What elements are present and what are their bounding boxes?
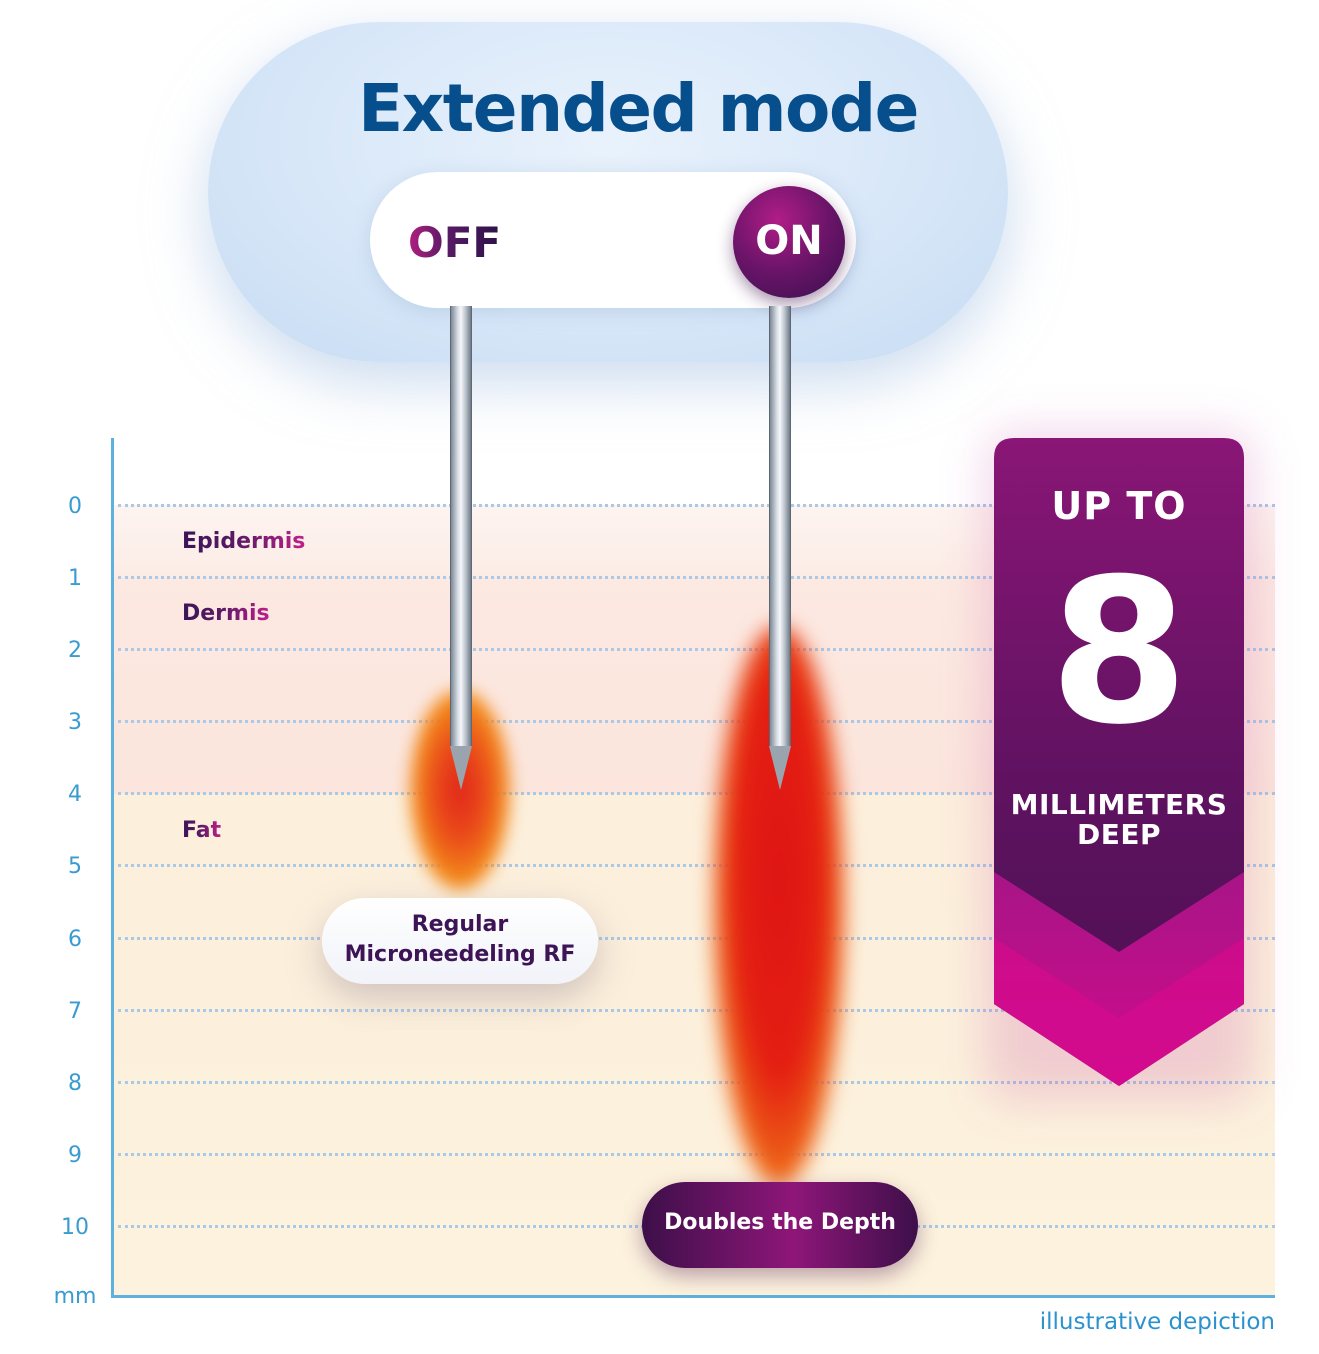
depth-tick-label: 2 <box>68 638 82 663</box>
gridline <box>118 648 1275 651</box>
regular-label-line2: Microneedeling RF <box>344 942 576 967</box>
depth-banner <box>994 438 1244 1086</box>
depth-tick-label: 6 <box>68 927 82 952</box>
page-title: Extended mode <box>358 70 919 147</box>
baseline-axis-line <box>111 1295 1275 1298</box>
gridline <box>118 1153 1275 1156</box>
gridline <box>118 504 1275 507</box>
gridline <box>118 864 1275 867</box>
toggle-off-label[interactable]: OFF <box>408 218 502 267</box>
depth-tick-label: 8 <box>68 1071 82 1096</box>
banner-line-millimeters: MILLIMETERS <box>1010 788 1228 821</box>
gridline <box>118 792 1275 795</box>
depth-tick-label: 0 <box>68 494 82 519</box>
depth-tick-label: 10 <box>61 1215 89 1240</box>
banner-unit-text: MILLIMETERS DEEP <box>994 790 1244 850</box>
depth-tick-label: 5 <box>68 854 82 879</box>
regular-needle-label: Regular Microneedeling RF <box>322 910 598 970</box>
depth-tick-label: 7 <box>68 999 82 1024</box>
regular-needle-badge <box>322 898 598 984</box>
illustrative-caption: illustrative depiction <box>1039 1309 1275 1335</box>
depth-axis-line <box>111 438 114 1298</box>
extended-needle-tip <box>769 746 791 790</box>
gridline <box>118 720 1275 723</box>
gridline <box>118 1081 1275 1084</box>
gridline <box>118 576 1275 579</box>
banner-up-to: UP TO <box>1051 484 1187 528</box>
banner-chevron-inner <box>994 938 1244 1086</box>
regular-label-line1: Regular <box>411 912 509 937</box>
gridline <box>118 1009 1275 1012</box>
depth-tick-label: 4 <box>68 782 82 807</box>
depth-tick-label: 9 <box>68 1143 82 1168</box>
depth-tick-label: 3 <box>68 710 82 735</box>
extended-needle-shaft <box>769 306 791 746</box>
regular-needle-tip <box>450 746 472 790</box>
banner-depth-number: 8 <box>1049 536 1189 769</box>
regular-needle-shaft <box>450 306 472 746</box>
extended-needle-label: Doubles the Depth <box>664 1210 896 1235</box>
banner-line-deep: DEEP <box>1076 818 1162 851</box>
gridline <box>118 937 1275 940</box>
toggle-knob[interactable] <box>733 186 845 298</box>
depth-tick-label: 1 <box>68 566 82 591</box>
depth-unit-label: mm <box>53 1284 97 1309</box>
toggle-on-label[interactable]: ON <box>755 218 823 264</box>
layer-label-dermis: Dermis <box>182 601 270 626</box>
extended-needle-badge <box>642 1182 918 1268</box>
layer-label-epidermis: Epidermis <box>182 529 306 554</box>
layer-label-fat: Fat <box>182 818 222 843</box>
